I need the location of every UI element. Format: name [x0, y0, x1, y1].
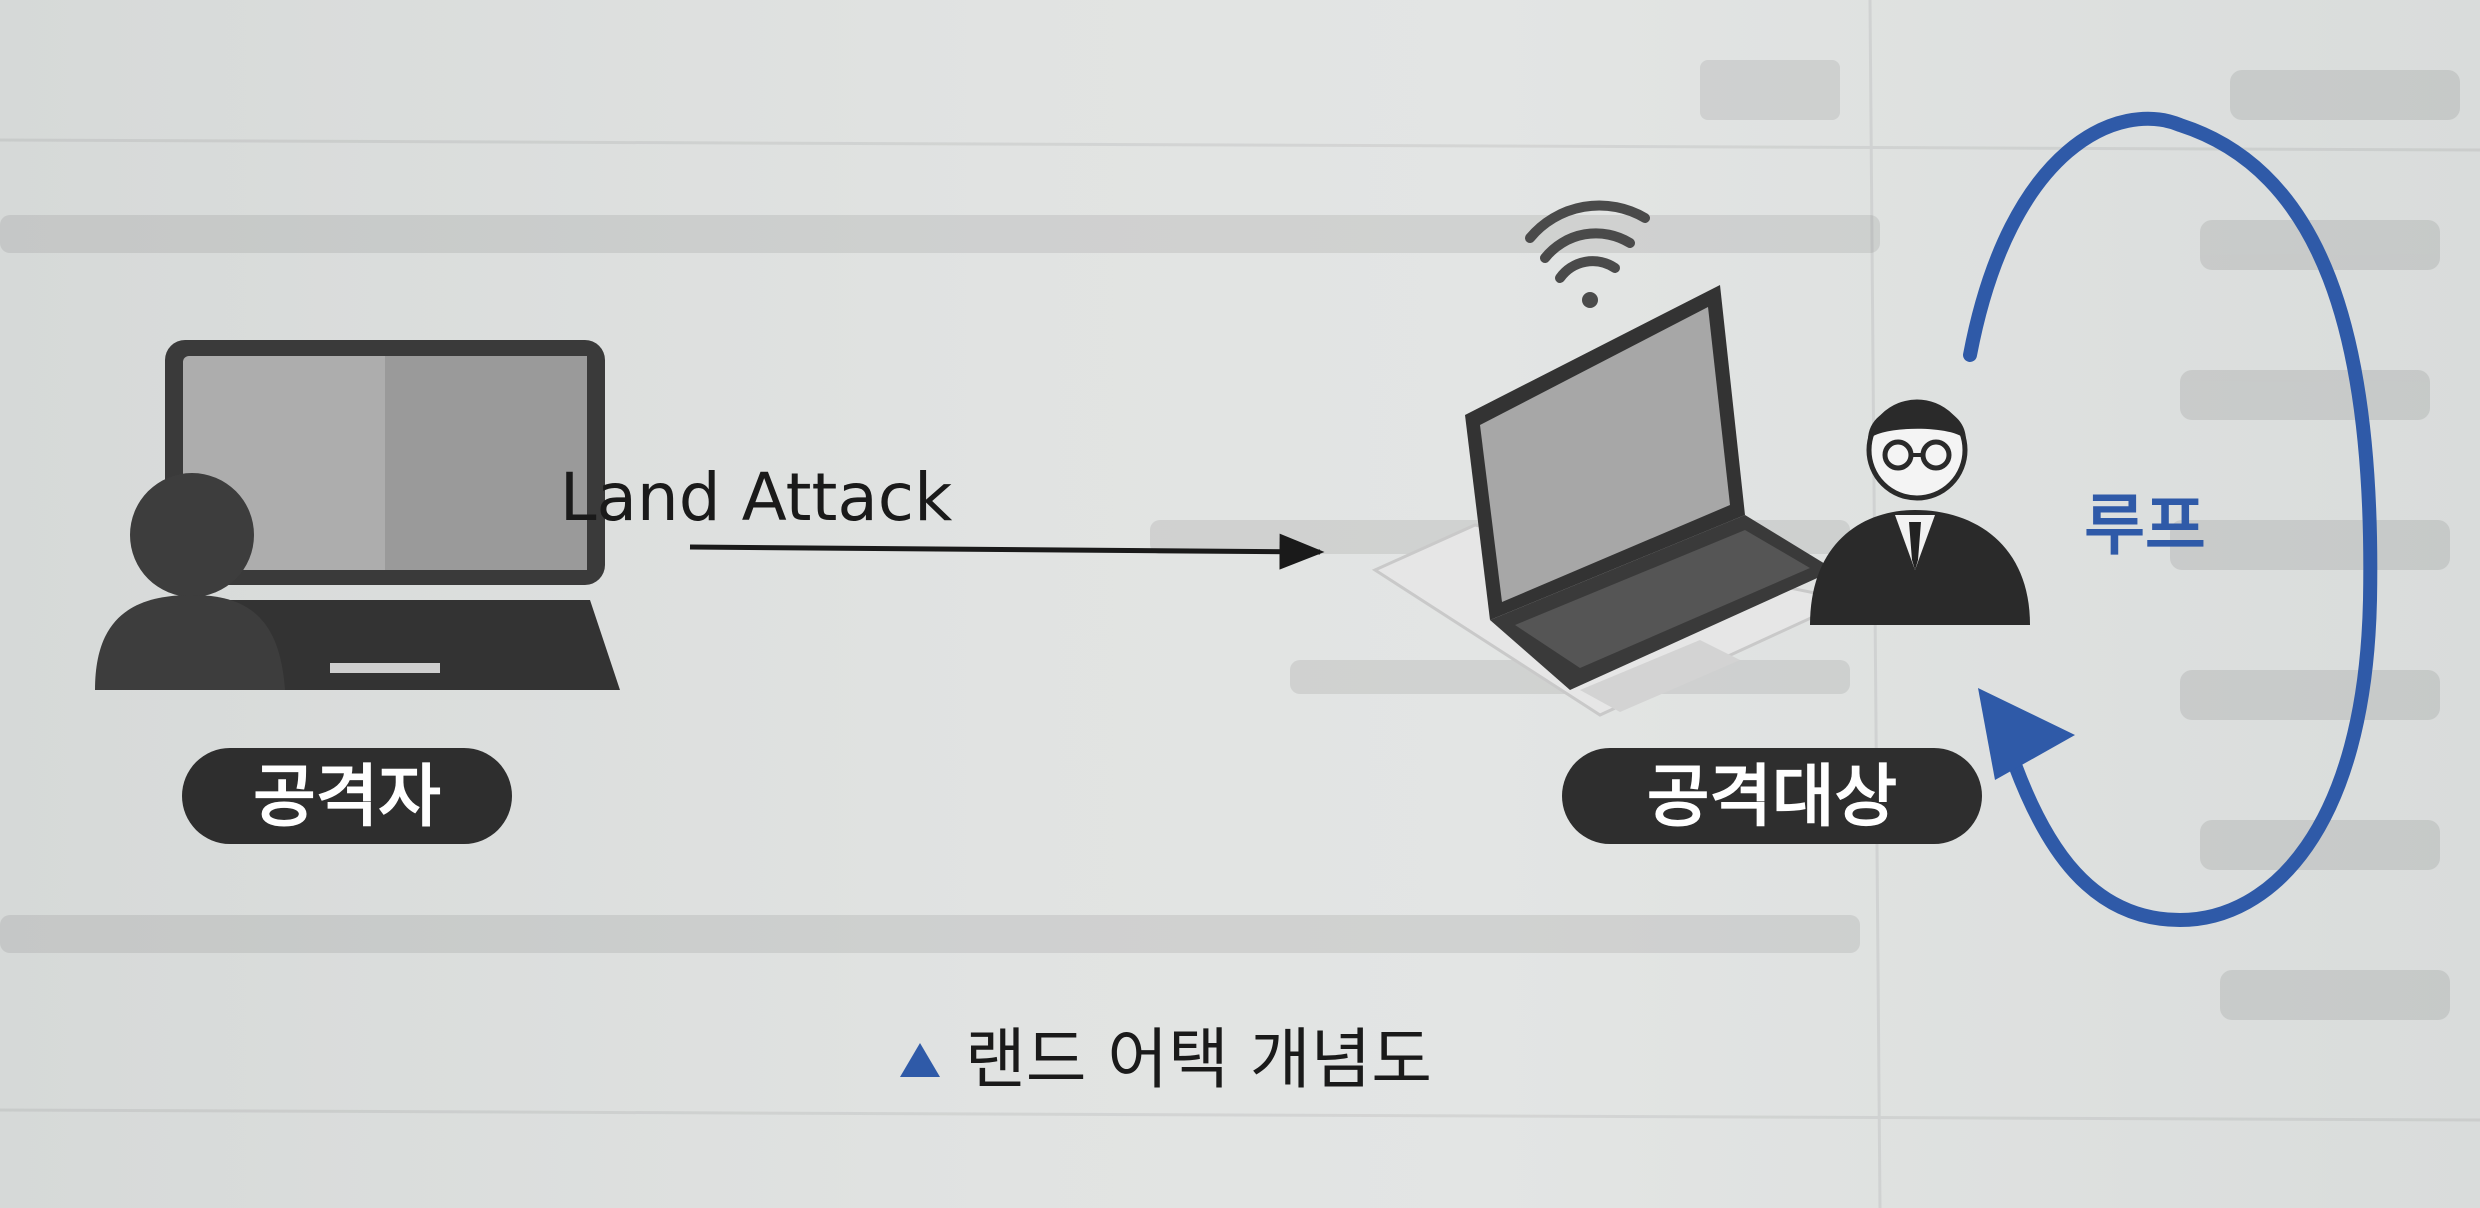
target-label-pill [1562, 748, 1982, 844]
figure-caption: 랜드 어택 개념도 [965, 1021, 1432, 1098]
attack-arrow-label: Land Attack [560, 459, 953, 536]
attack-arrow [689, 533, 1325, 570]
target-person-icon [1810, 399, 2030, 625]
attacker-label-pill [182, 748, 512, 844]
attacker-label: 공격자 [253, 758, 441, 837]
loop-arrowhead [1978, 688, 2075, 780]
triangle-up-icon [900, 1043, 940, 1077]
attacker-person-icon [95, 473, 285, 690]
target-label: 공격대상 [1647, 758, 1897, 837]
loop-label: 루프 [2084, 487, 2205, 564]
wifi-icon [1525, 200, 1650, 308]
loop-arrow [1963, 111, 2378, 928]
target-laptop-icon [1371, 285, 1855, 717]
